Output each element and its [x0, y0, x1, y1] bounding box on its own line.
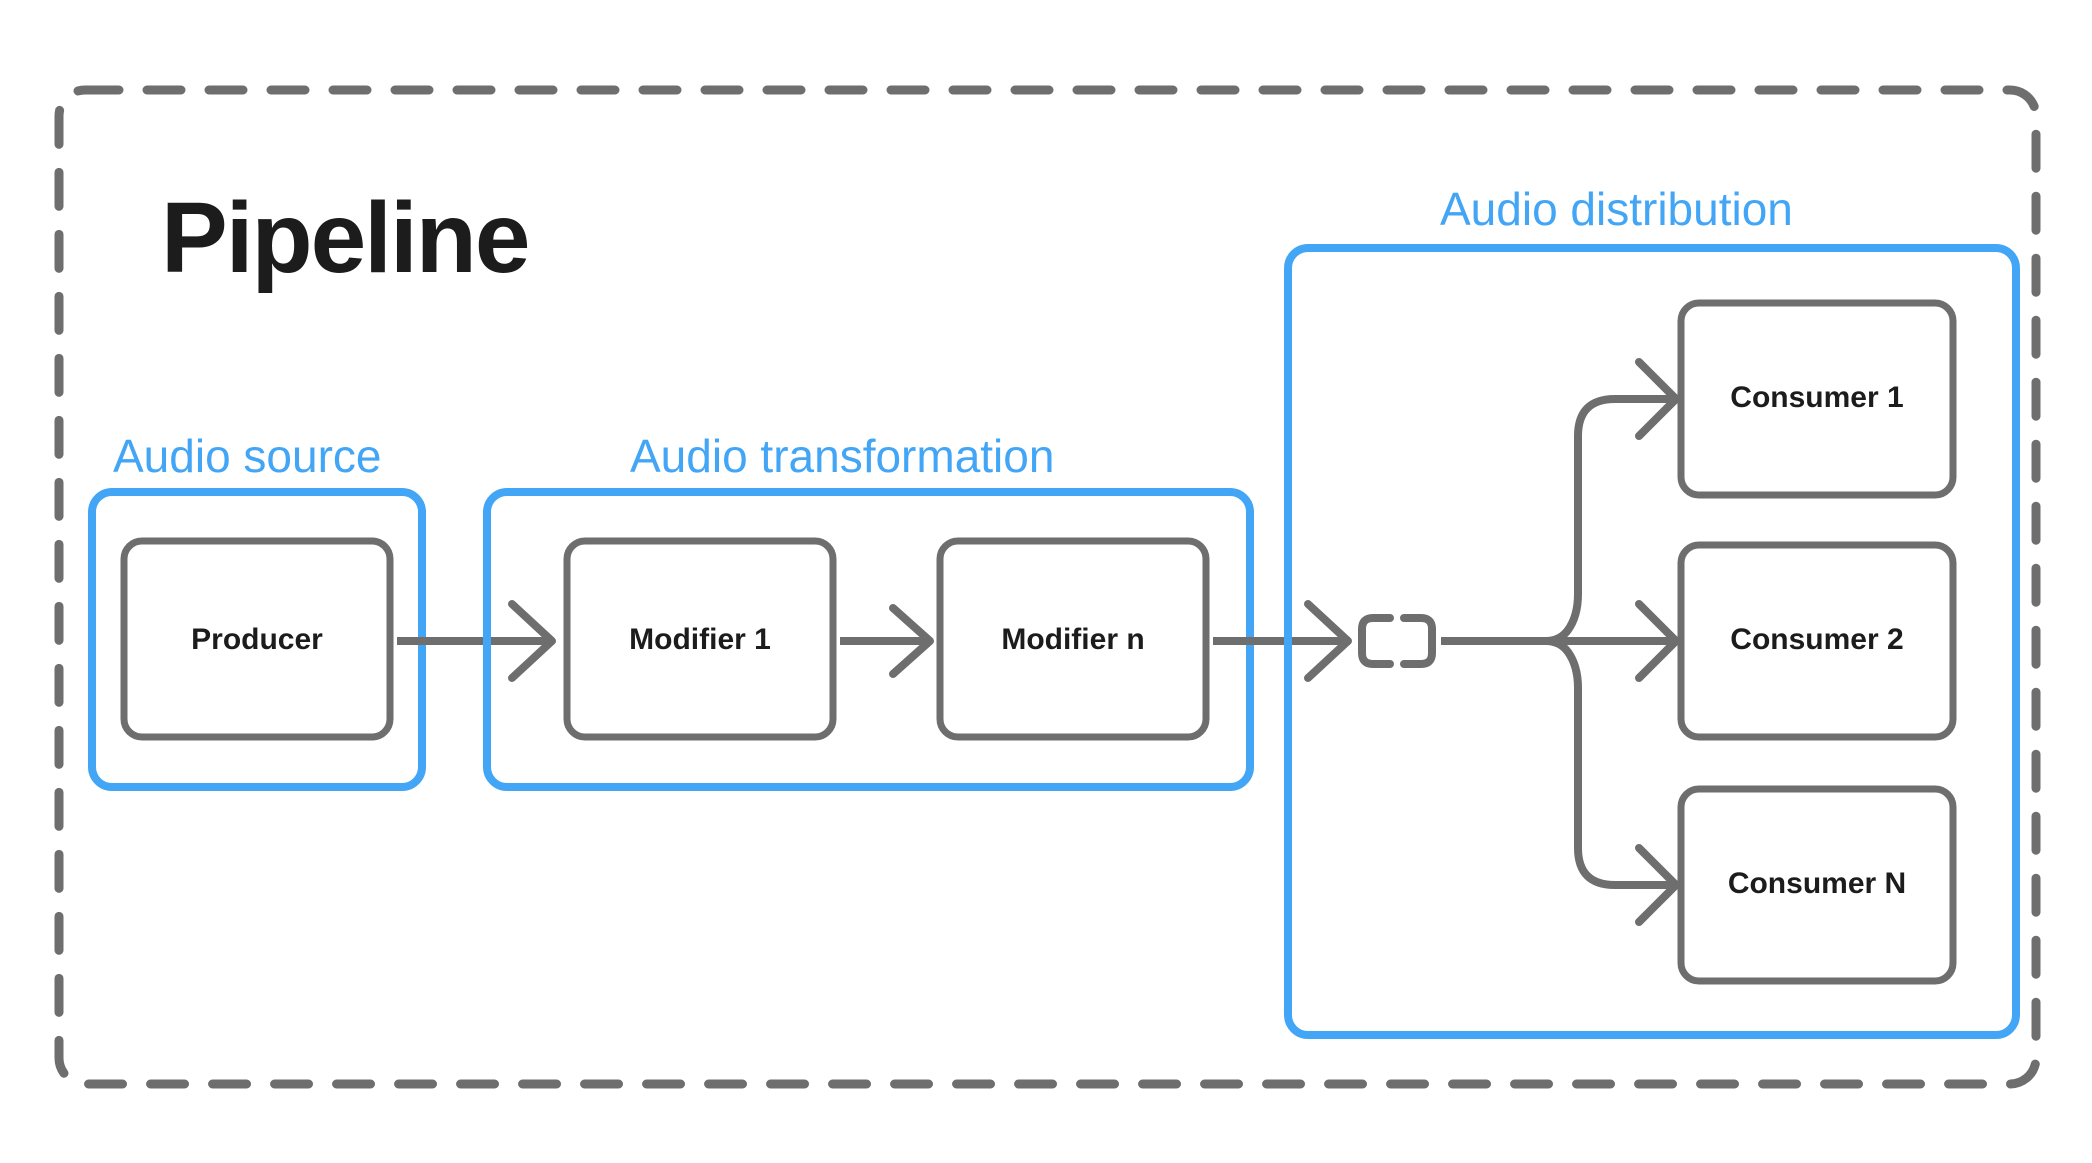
pipeline-frame: [54, 85, 2041, 1089]
node-box-consumer-1[interactable]: [1677, 299, 1957, 499]
node-box-modifier-1[interactable]: [563, 537, 837, 741]
node-box-consumer-2[interactable]: [1677, 541, 1957, 741]
group-label-audio-source: Audio source: [113, 430, 382, 482]
node-label-modifier-1: Modifier 1: [629, 623, 771, 656]
arrow-splitter-to-consumer-1: [1545, 358, 1680, 645]
group-label-audio-distribution: Audio distribution: [1440, 183, 1793, 235]
node-box-modifier-n[interactable]: [936, 537, 1210, 741]
node-box-consumer-n[interactable]: [1677, 785, 1957, 985]
node-label-consumer-n: Consumer N: [1728, 867, 1906, 900]
group-box-audio-distribution: [1284, 244, 2020, 1039]
split-node-icon: [1358, 614, 1436, 668]
node-label-producer: Producer: [191, 623, 323, 656]
arrow-splitter-to-consumer-n: [1545, 637, 1680, 926]
node-label-consumer-1: Consumer 1: [1730, 381, 1903, 414]
node-box-producer[interactable]: [120, 537, 394, 741]
group-label-audio-transformation: Audio transformation: [630, 430, 1054, 482]
node-label-modifier-n: Modifier n: [1001, 623, 1144, 656]
arrow-modifier-1-to-modifier-n: [840, 604, 934, 678]
page-title: Pipeline: [161, 182, 528, 294]
node-label-consumer-2: Consumer 2: [1730, 623, 1903, 656]
arrow-splitter-to-consumer-2: [1546, 600, 1680, 682]
arrow-producer-to-modifier-1: [397, 600, 556, 682]
arrow-modifier-n-to-splitter: [1213, 600, 1352, 682]
